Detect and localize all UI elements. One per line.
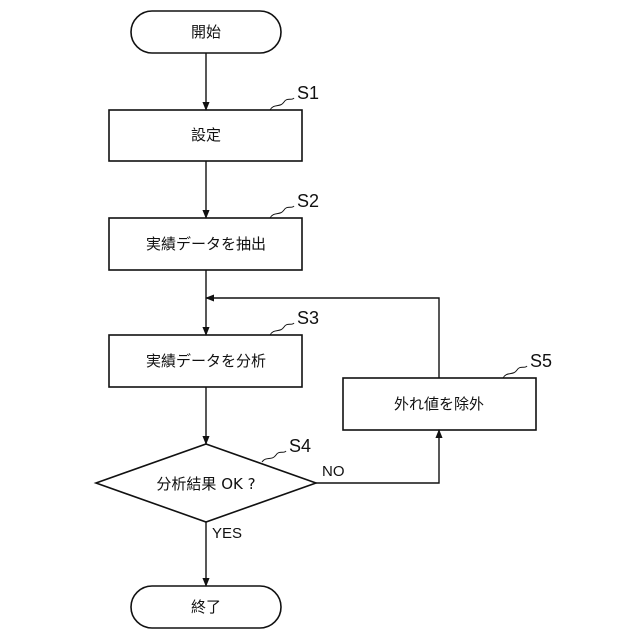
step-s5-label: S5 xyxy=(530,351,552,371)
step-s1-text: 設定 xyxy=(191,126,221,144)
start-terminal: 開始 xyxy=(131,11,281,53)
step-s1-leader xyxy=(270,98,294,110)
step-s5-box: 外れ値を除外 xyxy=(343,378,536,430)
step-s5-text: 外れ値を除外 xyxy=(394,395,484,413)
step-s3-box: 実績データを分析 xyxy=(109,335,302,387)
step-s2-leader xyxy=(270,206,294,218)
end-terminal: 終了 xyxy=(131,586,281,628)
step-s3-text: 実績データを分析 xyxy=(146,352,266,370)
step-s4-label: S4 xyxy=(289,436,311,456)
step-s1-box: 設定 xyxy=(109,110,302,161)
step-s4-leader xyxy=(262,451,286,462)
step-s3-leader xyxy=(270,323,294,335)
step-s3-label: S3 xyxy=(297,308,319,328)
decision-s4-text: 分析結果 OK ? xyxy=(156,475,255,493)
branch-label-no: NO xyxy=(322,463,345,480)
step-s2-text: 実績データを抽出 xyxy=(146,235,266,253)
start-terminal-label: 開始 xyxy=(191,23,221,41)
step-s2-label: S2 xyxy=(297,191,319,211)
step-s2-box: 実績データを抽出 xyxy=(109,218,302,270)
decision-s4-diamond: 分析結果 OK ? xyxy=(96,444,316,522)
branch-label-yes: YES xyxy=(212,525,242,542)
step-s1-label: S1 xyxy=(297,83,319,103)
step-s5-leader xyxy=(503,366,527,378)
end-terminal-label: 終了 xyxy=(191,598,221,616)
